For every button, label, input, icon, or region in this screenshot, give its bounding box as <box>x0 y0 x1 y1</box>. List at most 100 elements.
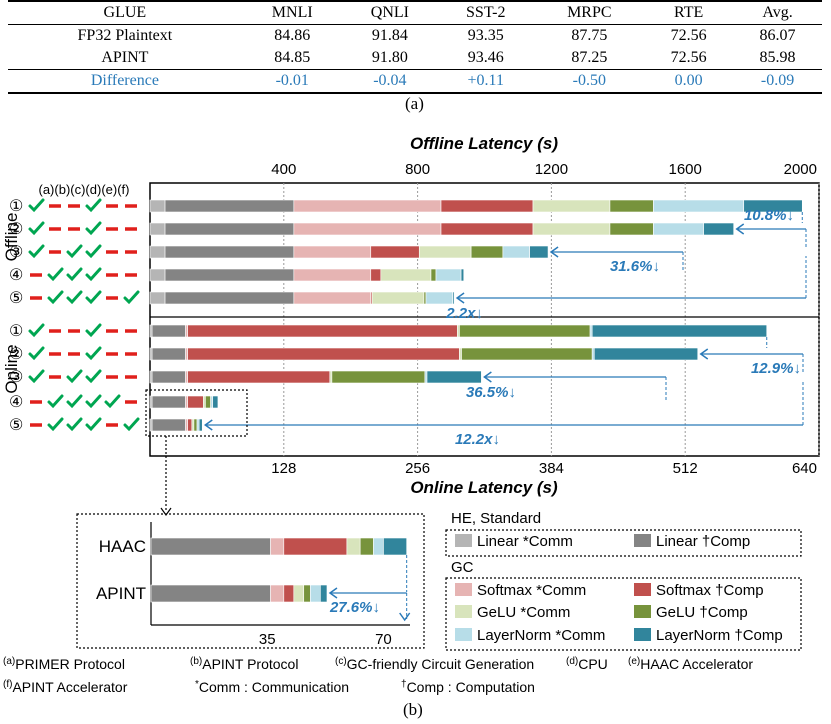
footnote-superscript: * <box>195 679 199 690</box>
check-icon <box>85 290 102 305</box>
row-number: ② <box>9 221 23 238</box>
annotation-label: 31.6%↓ <box>610 258 660 275</box>
table-cell: -0.50 <box>534 69 645 94</box>
zoom-bar-segment <box>293 584 305 603</box>
legend-label: Softmax †Comp <box>656 582 764 599</box>
table-header-cell: GLUE <box>8 0 242 25</box>
table-header-row: GLUE MNLI QNLI SST-2 MRPC RTE Avg. <box>8 0 822 25</box>
table-header-cell: SST-2 <box>437 0 535 25</box>
annotation-label: 27.6%↓ <box>329 599 380 616</box>
zoom-region <box>145 389 248 437</box>
footnote: (f)APINT Accelerator <box>3 679 128 695</box>
check-icon <box>123 290 140 305</box>
offline-bar-segment <box>149 245 166 259</box>
annotation-label: 12.2x↓ <box>455 431 500 448</box>
offline-bar-segment <box>149 199 166 213</box>
online-bar-segment <box>149 347 153 361</box>
legend-swatch <box>455 605 472 618</box>
check-icon <box>104 394 121 409</box>
online-bar-segment <box>187 324 458 338</box>
footnote: (e)HAAC Accelerator <box>628 656 753 672</box>
footnote-text: CPU <box>578 656 608 672</box>
online-bar-segment <box>185 418 188 432</box>
online-bar-segment <box>151 395 186 409</box>
online-bar-segment <box>593 347 699 361</box>
zoom-bar-segment <box>320 584 328 603</box>
arrow-head <box>203 419 213 431</box>
table-cell: APINT <box>101 49 149 66</box>
table-cell: 87.25 <box>571 49 608 66</box>
offline-bar-segment <box>149 268 166 282</box>
online-bar-segment <box>185 347 188 361</box>
caption-a: (a) <box>405 94 424 113</box>
check-icon <box>28 244 45 259</box>
check-icon <box>28 323 45 338</box>
check-icon <box>28 369 45 384</box>
offline-bar-segment <box>164 245 295 259</box>
table-cell: 91.80 <box>371 49 408 66</box>
offline-bar-segment <box>293 222 442 236</box>
offline-bar-segment <box>418 245 472 259</box>
legend-swatch <box>455 583 472 596</box>
legend-swatch <box>455 534 472 547</box>
zoom-bar-segment <box>270 584 285 603</box>
table-cell: 93.35 <box>467 27 504 44</box>
table-cell: 72.56 <box>670 49 707 66</box>
online-bar-segment <box>331 370 426 384</box>
online-tick-label: 512 <box>673 460 698 477</box>
offline-bar-segment <box>609 199 654 213</box>
table-row: APINT 84.85 91.80 93.46 87.25 72.56 85.9… <box>8 47 822 70</box>
check-icon <box>85 394 102 409</box>
zoom-bar-segment <box>283 537 348 556</box>
zoom-bar-segment <box>310 584 321 603</box>
check-icon <box>28 346 45 361</box>
online-bar-segment <box>185 395 188 409</box>
check-icon <box>47 290 64 305</box>
zoom-bar-segment <box>150 537 271 556</box>
offline-bar-segment <box>435 268 462 282</box>
arrow-head <box>735 223 745 235</box>
zoom-bar-segment <box>283 584 295 603</box>
offline-bar-segment <box>380 268 432 282</box>
online-bar-segment <box>203 395 206 409</box>
row-number: ③ <box>9 244 23 261</box>
check-icon <box>85 417 102 432</box>
legend-title-he: HE, Standard <box>451 510 541 527</box>
check-icon <box>85 369 102 384</box>
online-bar-segment <box>187 370 331 384</box>
offline-tick-label: 1200 <box>535 161 568 178</box>
offline-bar-segment <box>149 222 166 236</box>
online-bar-segment <box>149 324 153 338</box>
offline-bar-segment <box>440 199 534 213</box>
footnote: †Comp : Computation <box>401 679 535 695</box>
legend-label: LayerNorm *Comm <box>477 627 605 644</box>
table-cell: 84.86 <box>274 27 311 44</box>
footnote: (a)PRIMER Protocol <box>3 656 125 672</box>
online-bar-segment <box>151 347 186 361</box>
table-header-cell: MRPC <box>534 0 645 25</box>
offline-tick-label: 1600 <box>669 161 702 178</box>
table-header-cell: QNLI <box>342 0 438 25</box>
footnote-superscript: (c) <box>335 656 347 667</box>
check-icon <box>85 221 102 236</box>
table-header-cell: MNLI <box>241 0 343 25</box>
glue-accuracy-table: GLUE MNLI QNLI SST-2 MRPC RTE Avg. FP32 … <box>8 0 822 94</box>
footnote-superscript: (e) <box>628 656 640 667</box>
online-bar-segment <box>329 370 333 384</box>
table-cell: -0.09 <box>733 69 822 94</box>
caption-b: (b) <box>403 700 423 719</box>
table-cell: 85.98 <box>759 49 796 66</box>
table-row-difference: Difference -0.01 -0.04 +0.11 -0.50 0.00 … <box>8 69 822 94</box>
check-icon <box>66 369 83 384</box>
footnote: *Comm : Communication <box>195 679 349 695</box>
offline-bar-segment <box>532 199 611 213</box>
footnote-superscript: (b) <box>190 656 202 667</box>
check-icon <box>85 267 102 282</box>
offline-bar-segment <box>164 222 295 236</box>
offline-bar-segment <box>743 199 803 213</box>
online-tick-label: 128 <box>271 460 296 477</box>
offline-bar-segment <box>532 222 611 236</box>
offline-bar-segment <box>430 268 437 282</box>
